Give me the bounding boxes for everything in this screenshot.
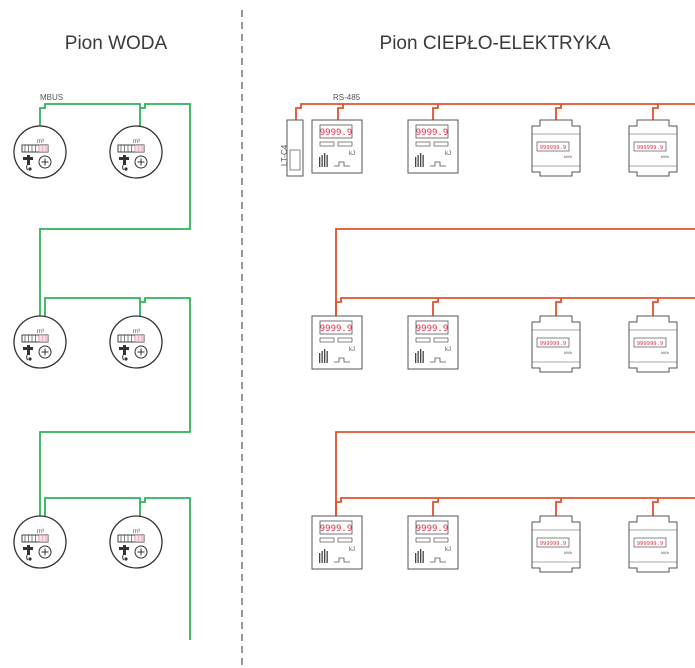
energy-meter: 999999.9 kWh [628, 315, 678, 373]
water-meter-unit: m³ [37, 329, 44, 335]
heat-meter: 9999.9 kJ [407, 315, 459, 370]
water-meter: m³ [109, 515, 163, 569]
water-meter: m³ [13, 515, 67, 569]
energy-meter-unit: kWh [661, 550, 669, 555]
water-meter-unit: m³ [133, 139, 140, 145]
energy-meter-unit: kWh [564, 550, 572, 555]
energy-meter-display: 999999.9 [540, 541, 567, 547]
heat-riser-title: Pion CIEPŁO-ELEKTRYKA [380, 33, 611, 54]
heat-meter: 9999.9 kJ [311, 515, 363, 570]
water-meter-unit: m³ [133, 529, 140, 535]
lt-c4-converter: LT-C4 [280, 119, 304, 177]
heat-meter: 9999.9 kJ [407, 515, 459, 570]
heat-meter-display: 9999.9 [416, 524, 449, 534]
rs485-wiring [295, 103, 695, 516]
heat-meter-display: 9999.9 [320, 524, 353, 534]
mbus-wiring [39, 103, 191, 640]
energy-meter-unit: kWh [661, 350, 669, 355]
heat-meter-display: 9999.9 [320, 324, 353, 334]
water-meter: m³ [109, 125, 163, 179]
water-meter-unit: m³ [37, 139, 44, 145]
water-meter: m³ [109, 315, 163, 369]
heat-meter: 9999.9 kJ [407, 119, 459, 174]
energy-meter-display: 999999.9 [637, 541, 664, 547]
rs485-label: RS-485 [333, 93, 361, 102]
energy-meter-display: 999999.9 [637, 341, 664, 347]
energy-meter: 999999.9 kWh [628, 515, 678, 573]
water-meter-unit: m³ [133, 329, 140, 335]
heat-meter-display: 9999.9 [320, 128, 353, 138]
heat-meter-unit: kJ [445, 347, 451, 353]
heat-meter-unit: kJ [349, 347, 355, 353]
converter-label: LT-C4 [280, 144, 289, 166]
heat-meter-unit: kJ [349, 151, 355, 157]
water-meter-unit: m³ [37, 529, 44, 535]
water-meter: m³ [13, 315, 67, 369]
heat-meter: 9999.9 kJ [311, 315, 363, 370]
energy-meter-unit: kWh [564, 154, 572, 159]
energy-meter: 999999.9 kWh [628, 119, 678, 177]
water-meter: m³ [13, 125, 67, 179]
energy-meter: 999999.9 kWh [531, 515, 581, 573]
mbus-label: MBUS [40, 93, 63, 102]
energy-meter-unit: kWh [564, 350, 572, 355]
heat-meter-display: 9999.9 [416, 128, 449, 138]
heat-meter-unit: kJ [445, 151, 451, 157]
energy-meter-display: 999999.9 [540, 341, 567, 347]
water-riser-title: Pion WODA [65, 33, 168, 54]
energy-meter: 999999.9 kWh [531, 119, 581, 177]
heat-meter-display: 9999.9 [416, 324, 449, 334]
energy-meter-unit: kWh [661, 154, 669, 159]
energy-meter-display: 999999.9 [637, 145, 664, 151]
heat-meter-unit: kJ [349, 547, 355, 553]
energy-meter-display: 999999.9 [540, 145, 567, 151]
energy-meter: 999999.9 kWh [531, 315, 581, 373]
heat-meter: 9999.9 kJ [311, 119, 363, 174]
heat-meter-unit: kJ [445, 547, 451, 553]
